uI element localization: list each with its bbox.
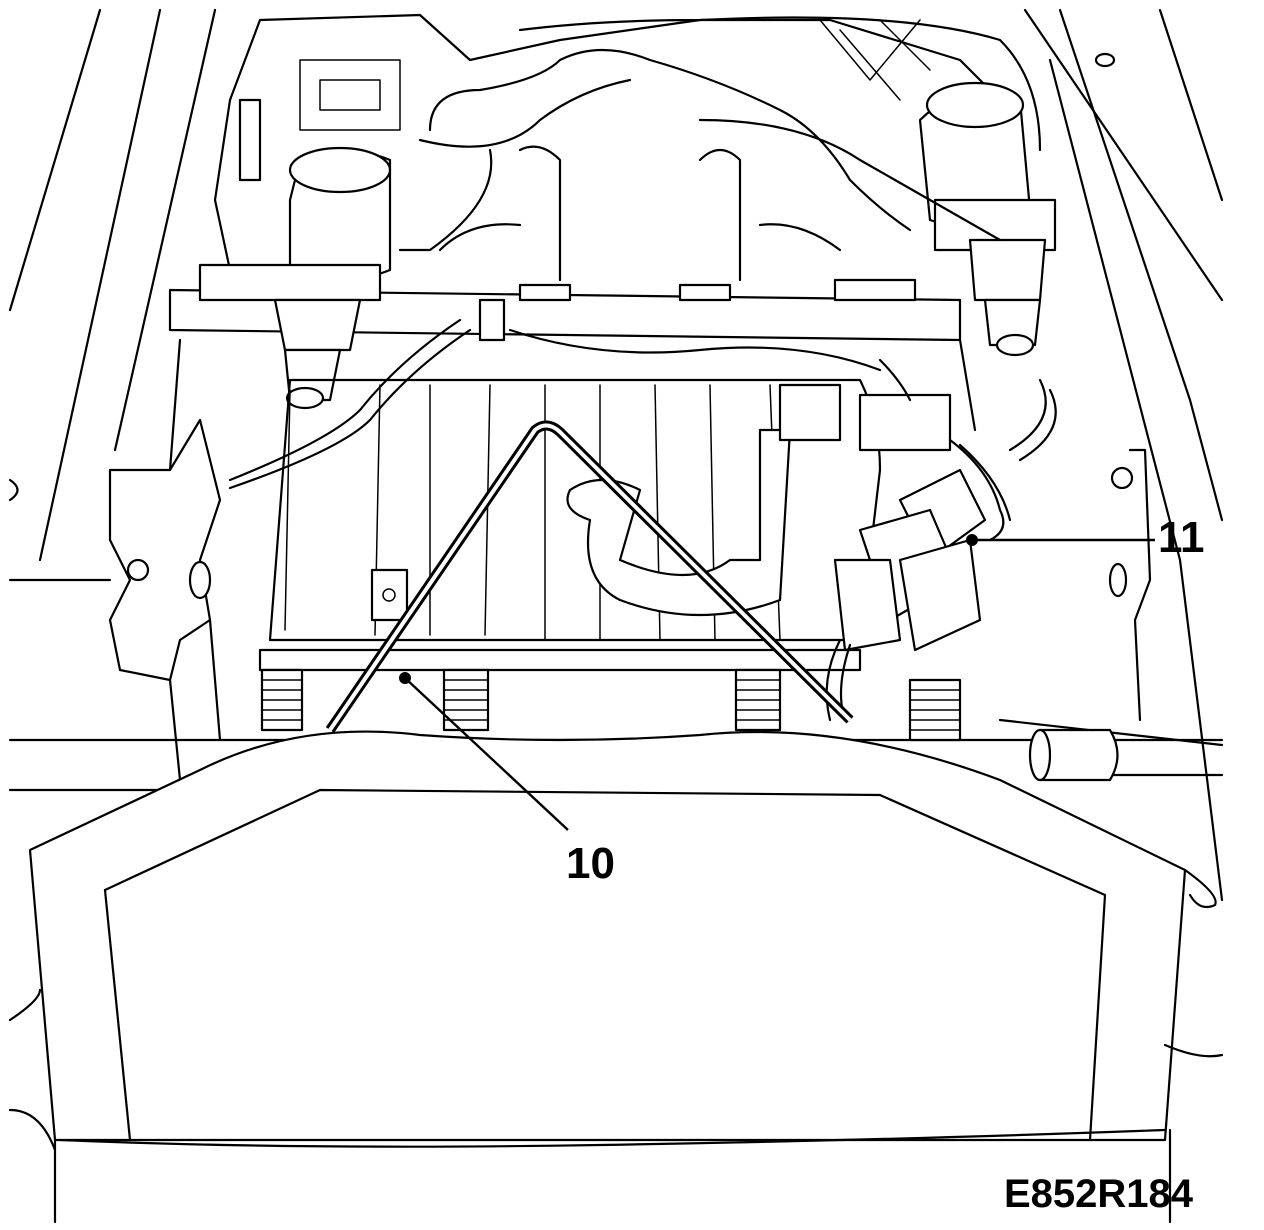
- upper-wiring: [228, 16, 1057, 490]
- cross-bar: [168, 278, 977, 472]
- figure-code: E852R184: [1004, 1172, 1194, 1216]
- leader-dot-10: [399, 672, 411, 684]
- spring: [734, 668, 782, 732]
- left-motor: [198, 98, 392, 410]
- seat-upper-frame: [213, 13, 1116, 282]
- callout-leaders: [399, 534, 1155, 831]
- right-motor: [918, 81, 1057, 357]
- leader-line-10: [404, 677, 569, 831]
- wire-10: [325, 420, 854, 733]
- right-bracket: [1028, 448, 1152, 782]
- spring: [442, 668, 490, 732]
- callout-label-10: 10: [566, 839, 615, 888]
- spring: [260, 668, 304, 732]
- connector-cluster: [778, 358, 1012, 722]
- leader-dot-11: [966, 534, 978, 546]
- spring: [908, 678, 962, 742]
- seat-pan: [258, 378, 882, 672]
- springs: [260, 668, 962, 742]
- callout-label-11: 11: [1158, 513, 1205, 562]
- seat-cushion: [8, 730, 1224, 1224]
- left-bracket: [8, 418, 222, 782]
